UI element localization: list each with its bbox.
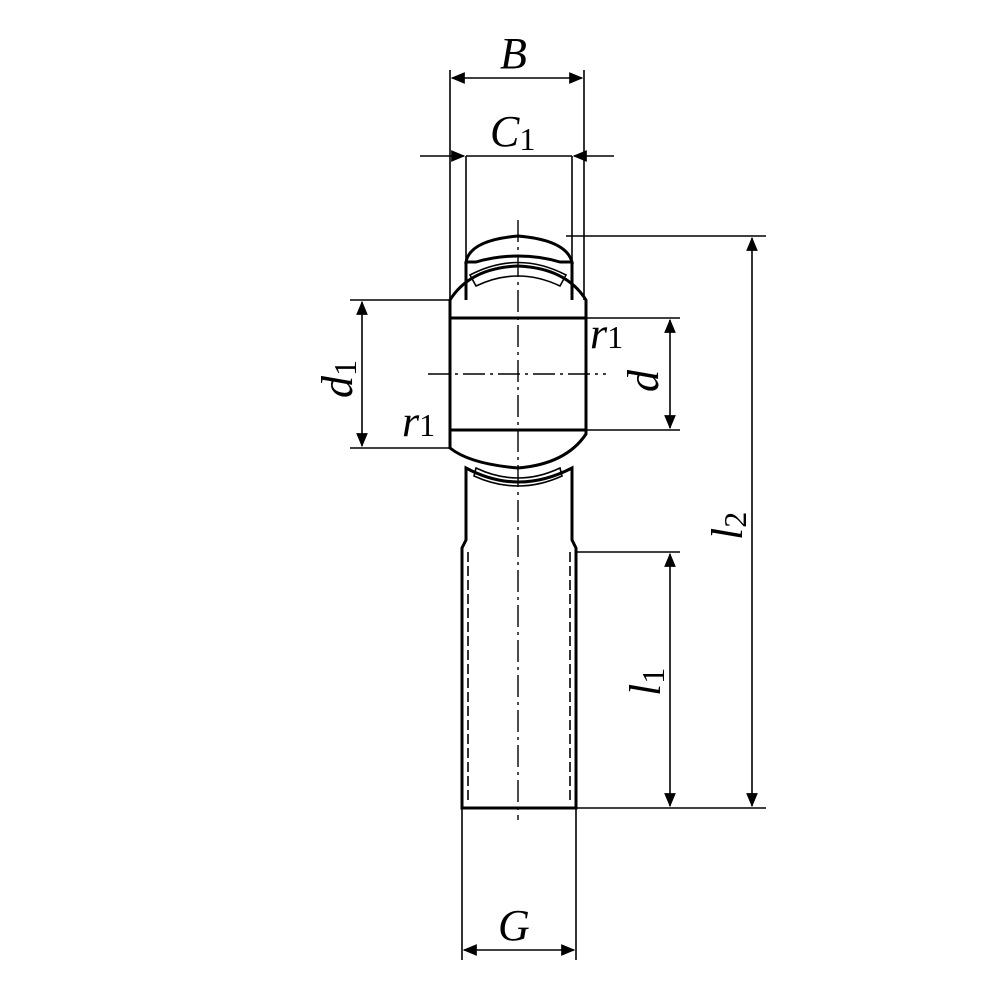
dimension-d: d	[619, 318, 676, 430]
label-d1: d1	[313, 360, 363, 398]
dimension-l1: l1	[621, 552, 676, 808]
liner-ring	[468, 261, 568, 288]
label-r1-upper-group: r1	[590, 309, 623, 358]
housing-top-section	[464, 234, 574, 264]
label-l2: l2	[703, 512, 753, 540]
housing-sides	[464, 262, 574, 300]
label-C1: C1	[490, 107, 535, 157]
dimension-B: B	[450, 29, 584, 84]
label-r1-lower: r1	[402, 397, 435, 446]
dimension-G: G	[462, 901, 576, 956]
centerlines	[428, 220, 606, 820]
dimension-d1: d1	[313, 300, 368, 448]
liner-ring-lower	[473, 466, 563, 487]
label-l1: l1	[621, 668, 671, 696]
label-d: d	[619, 369, 668, 392]
shank	[460, 465, 578, 810]
label-B: B	[500, 29, 527, 78]
label-r1-lower-group: r1	[402, 397, 435, 446]
dimension-C1: C1	[420, 107, 614, 162]
extension-lines	[350, 70, 766, 960]
dimension-l2: l2	[703, 236, 758, 808]
label-r1-upper: r1	[590, 309, 623, 358]
label-G: G	[498, 901, 530, 950]
